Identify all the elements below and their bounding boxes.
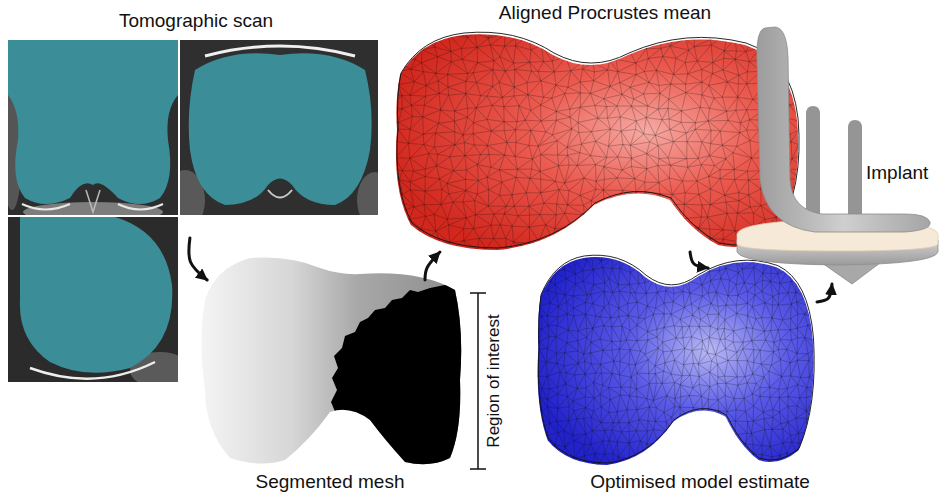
heading-slot: Aligned Procrustes mean bbox=[499, 2, 711, 24]
cartilage-line bbox=[30, 362, 155, 379]
wireframe-lines bbox=[528, 244, 819, 470]
optimised-model bbox=[528, 244, 819, 470]
figure-panel: Aligned Procrustes mean bbox=[392, 2, 816, 252]
flow-arrow bbox=[690, 252, 708, 268]
bracket-tick bbox=[470, 468, 486, 470]
heading-slot: Tomographic scan bbox=[119, 10, 273, 32]
mri-ground bbox=[180, 40, 378, 215]
label-slot: Region of interest bbox=[484, 314, 504, 447]
bone-segmentation bbox=[189, 53, 372, 205]
panel-heading: Segmented mesh bbox=[256, 471, 405, 493]
bone-segmentation bbox=[8, 40, 178, 204]
mri-ground bbox=[8, 40, 178, 215]
cartilage-line bbox=[205, 46, 355, 56]
bone-segmentation bbox=[20, 217, 172, 373]
femoral-component bbox=[757, 27, 930, 232]
notch-tissue bbox=[268, 190, 292, 198]
notch-tissue bbox=[86, 190, 100, 212]
segmented-mesh bbox=[202, 257, 471, 480]
knee-implant bbox=[737, 27, 938, 284]
wireframe-lines bbox=[382, 21, 806, 256]
panel-heading: Tomographic scan bbox=[119, 10, 273, 32]
implant-peg bbox=[848, 120, 862, 214]
wireframe bbox=[528, 244, 819, 470]
panel-heading: Aligned Procrustes mean bbox=[499, 2, 711, 24]
bracket-line bbox=[477, 293, 479, 469]
flow-arrow bbox=[425, 252, 440, 280]
figure-panel: Tomographic scan bbox=[8, 8, 380, 238]
figure-panel: Implant bbox=[735, 22, 945, 284]
mri-sagittal bbox=[8, 217, 178, 382]
implant-peg bbox=[806, 106, 820, 214]
mesh-outline bbox=[538, 255, 814, 463]
connector-group bbox=[189, 238, 832, 302]
mri-coronal bbox=[8, 40, 178, 215]
figure-panel: Segmented mesh bbox=[198, 280, 466, 494]
heading-slot: Optimised model estimate bbox=[590, 471, 810, 493]
dimension-label: Region of interest bbox=[484, 314, 504, 447]
heading-slot: Implant bbox=[866, 162, 928, 184]
mesh-outline bbox=[397, 32, 799, 248]
mri-axial bbox=[180, 40, 378, 215]
flow-arrow bbox=[189, 238, 207, 280]
flow-arrow bbox=[817, 284, 832, 302]
heading-slot: Segmented mesh bbox=[256, 471, 405, 493]
region-of-interest-area bbox=[330, 280, 470, 480]
tibial-stem bbox=[822, 263, 880, 284]
panel-heading: Optimised model estimate bbox=[590, 471, 810, 493]
procrustes-mean-model bbox=[382, 21, 806, 256]
panel-heading: Implant bbox=[866, 162, 928, 184]
figure-panel: Optimised model estimate bbox=[537, 268, 817, 494]
dimension-bracket bbox=[470, 293, 486, 469]
wireframe bbox=[382, 21, 806, 256]
bracket-tick bbox=[470, 292, 486, 294]
